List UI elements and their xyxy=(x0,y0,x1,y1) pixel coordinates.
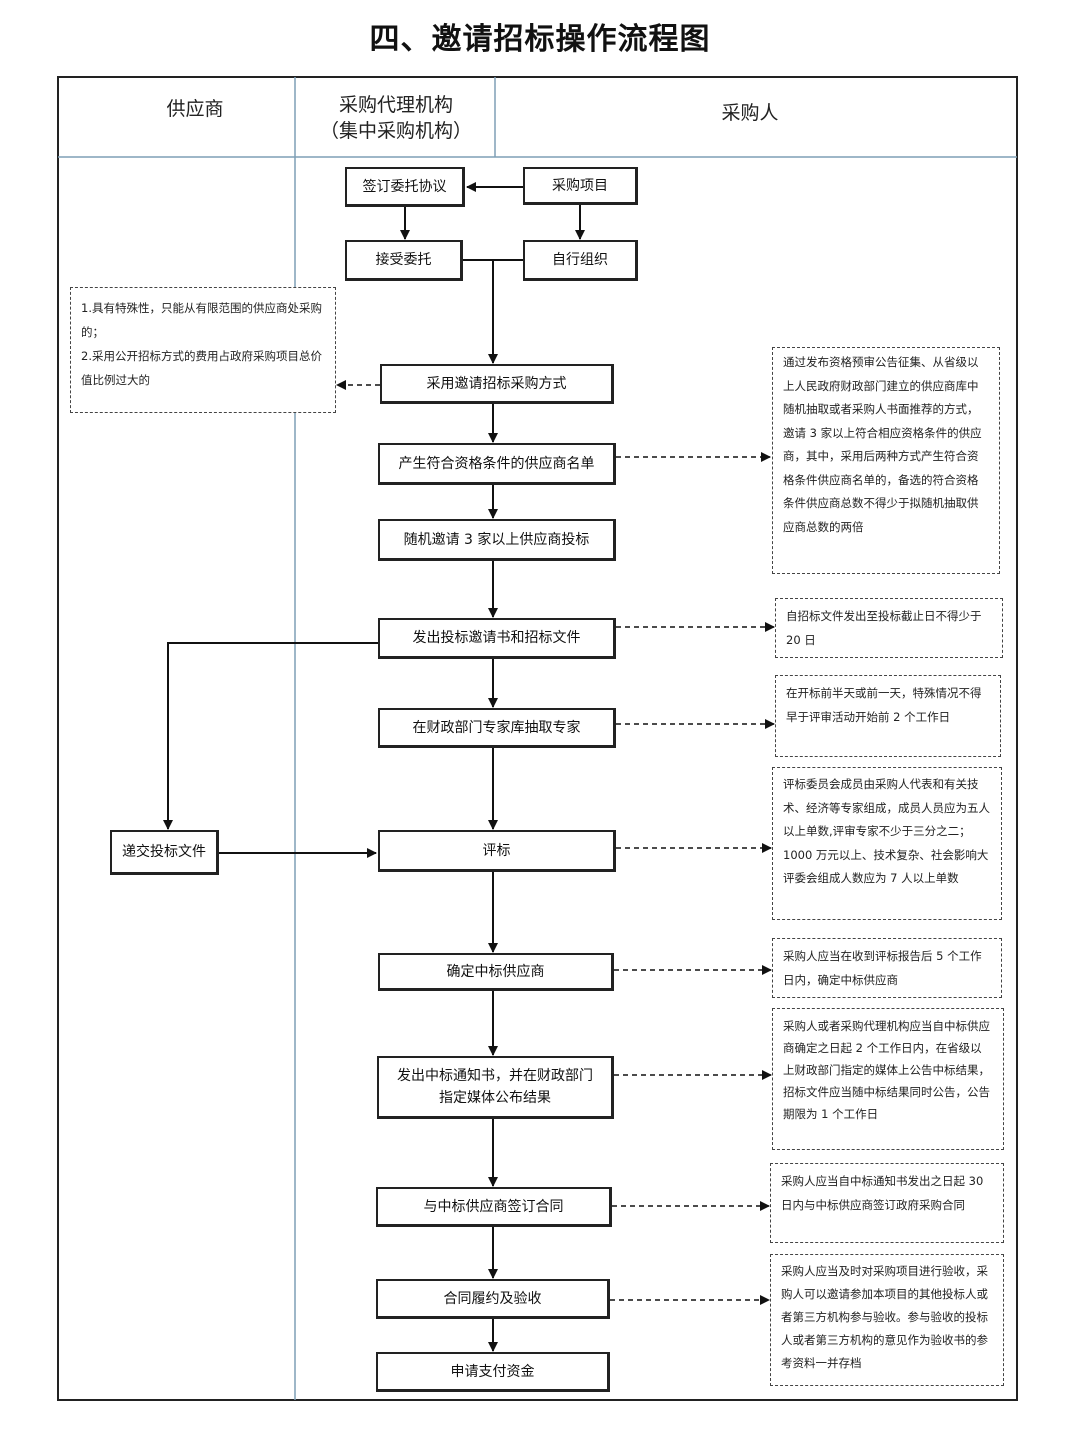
lane-header-agency-line2: （集中采购机构） xyxy=(319,120,472,142)
node-draw-experts: 在财政部门专家库抽取专家 xyxy=(378,708,616,748)
node-sign-contract: 与中标供应商签订合同 xyxy=(376,1187,612,1227)
note-bid-period: 自招标文件发出至投标截止日不得少于 20 日 xyxy=(775,598,1003,658)
note-acceptance: 采购人应当及时对采购项目进行验收，采购人可以邀请参加本项目的其他投标人或者第三方… xyxy=(770,1254,1004,1386)
node-adopt-invite: 采用邀请招标采购方式 xyxy=(380,364,614,404)
note-committee: 评标委员会成员由采购人代表和有关技术、经济等专家组成，成员人员应为五人以上单数,… xyxy=(772,767,1002,920)
node-evaluate: 评标 xyxy=(378,830,616,872)
note-contract: 采购人应当自中标通知书发出之日起 30 日内与中标供应商签订政府采购合同 xyxy=(770,1163,1004,1243)
node-issue-docs: 发出投标邀请书和招标文件 xyxy=(378,618,616,659)
node-determine-winner: 确定中标供应商 xyxy=(378,953,614,991)
node-random-invite: 随机邀请 3 家以上供应商投标 xyxy=(378,519,616,561)
note-conditions-item-1: 1.具有特殊性，只能从有限范围的供应商处采购的； xyxy=(81,301,322,339)
note-conditions-item-2: 2.采用公开招标方式的费用占政府采购项目总价值比例过大的 xyxy=(81,349,322,387)
node-notice-line2: 指定媒体公布结果 xyxy=(439,1090,551,1106)
note-winner-time: 采购人应当在收到评标报告后 5 个工作日内，确定中标供应商 xyxy=(772,938,1002,998)
page-title: 四、邀请招标操作流程图 xyxy=(369,22,711,57)
lane-header-supplier: 供应商 xyxy=(166,98,224,120)
note-qualification: 通过发布资格预审公告征集、从省级以上人民政府财政部门建立的供应商库中随机抽取或者… xyxy=(772,347,1000,574)
lane-header-agency-line1: 采购代理机构 xyxy=(338,94,453,116)
node-notice: 发出中标通知书，并在财政部门 指定媒体公布结果 xyxy=(377,1056,614,1119)
node-submit-bid: 递交投标文件 xyxy=(110,830,219,875)
note-expert-time: 在开标前半天或前一天，特殊情况不得早于评审活动开始前 2 个工作日 xyxy=(775,675,1001,757)
node-apply-payment: 申请支付资金 xyxy=(376,1352,610,1392)
node-procurement-project: 采购项目 xyxy=(523,167,638,205)
lane-header-purchaser: 采购人 xyxy=(721,102,779,124)
node-fulfill: 合同履约及验收 xyxy=(376,1279,610,1319)
node-generate-list: 产生符合资格条件的供应商名单 xyxy=(378,443,616,485)
node-sign-agreement: 签订委托协议 xyxy=(345,167,465,207)
arrow-issue-to-submit xyxy=(163,642,380,830)
node-accept-entrust: 接受委托 xyxy=(345,240,463,281)
note-conditions: 1.具有特殊性，只能从有限范围的供应商处采购的； 2.采用公开招标方式的费用占政… xyxy=(70,287,336,413)
node-self-organize: 自行组织 xyxy=(523,240,638,281)
flowchart-frame xyxy=(57,76,1018,1401)
note-announce: 采购人或者采购代理机构应当自中标供应商确定之日起 2 个工作日内，在省级以上财政… xyxy=(772,1008,1004,1150)
lane-header-agency: 采购代理机构 （集中采购机构） xyxy=(298,92,494,144)
node-notice-line1: 发出中标通知书，并在财政部门 xyxy=(397,1068,593,1084)
